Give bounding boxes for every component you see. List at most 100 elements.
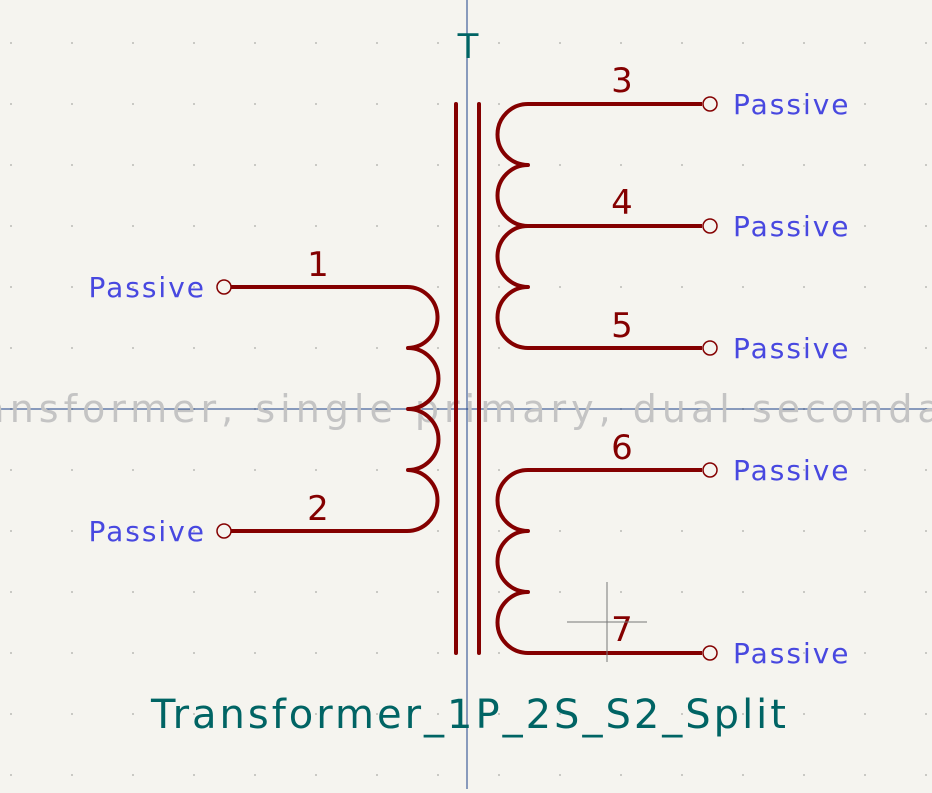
reference-field[interactable]: T	[457, 27, 479, 67]
grid-dot	[437, 591, 439, 593]
grid-dot	[132, 469, 134, 471]
grid-dot	[803, 164, 805, 166]
pin-7-type: Passive	[733, 637, 851, 670]
value-field[interactable]: Transformer_1P_2S_S2_Split	[150, 692, 789, 738]
grid-dot	[498, 103, 500, 105]
grid-dot	[925, 225, 927, 227]
grid-dot	[864, 469, 866, 471]
grid-dot	[254, 103, 256, 105]
grid-dot	[376, 225, 378, 227]
grid-dot	[132, 164, 134, 166]
grid-dot	[620, 286, 622, 288]
grid-dot	[864, 164, 866, 166]
grid-dot	[803, 103, 805, 105]
grid-dot	[376, 774, 378, 776]
grid-dot	[71, 347, 73, 349]
grid-dot	[437, 286, 439, 288]
pin-1-endpoint[interactable]	[216, 279, 232, 295]
grid-dot	[498, 42, 500, 44]
grid-dot	[315, 103, 317, 105]
grid-dot	[742, 774, 744, 776]
grid-dot	[620, 164, 622, 166]
grid-dot	[559, 774, 561, 776]
grid-dot	[193, 713, 195, 715]
grid-dot	[498, 530, 500, 532]
grid-dot	[193, 347, 195, 349]
grid-dot	[681, 164, 683, 166]
grid-dot	[71, 225, 73, 227]
grid-dot	[10, 591, 12, 593]
grid-dot	[254, 713, 256, 715]
grid-dot	[10, 164, 12, 166]
pin-1-type: Passive	[88, 271, 206, 304]
grid-dot	[925, 713, 927, 715]
grid-dot	[925, 591, 927, 593]
grid-dot	[376, 164, 378, 166]
grid-dot	[864, 774, 866, 776]
grid-dot	[315, 347, 317, 349]
grid-dot	[559, 286, 561, 288]
grid-dot	[315, 591, 317, 593]
primary-winding[interactable]	[231, 284, 441, 534]
grid-dot	[71, 713, 73, 715]
grid-dot	[803, 469, 805, 471]
grid-dot	[803, 530, 805, 532]
grid-dot	[254, 591, 256, 593]
grid-dot	[132, 42, 134, 44]
grid-dot	[254, 164, 256, 166]
pin-5-endpoint[interactable]	[702, 340, 718, 356]
pin-4-type: Passive	[733, 210, 851, 243]
pin-2-type: Passive	[88, 515, 206, 548]
pin-3-type: Passive	[733, 88, 851, 121]
grid-dot	[742, 713, 744, 715]
pin-6-endpoint[interactable]	[702, 462, 718, 478]
grid-dot	[437, 103, 439, 105]
grid-dot	[498, 652, 500, 654]
grid-dot	[10, 469, 12, 471]
grid-dot	[437, 469, 439, 471]
pin-3-number: 3	[611, 61, 633, 101]
grid-dot	[71, 652, 73, 654]
grid-dot	[71, 103, 73, 105]
grid-dot	[559, 42, 561, 44]
grid-dot	[10, 713, 12, 715]
grid-dot	[315, 225, 317, 227]
grid-dot	[254, 347, 256, 349]
grid-dot	[803, 42, 805, 44]
grid-dot	[498, 286, 500, 288]
grid-dot	[498, 774, 500, 776]
grid-dot	[925, 42, 927, 44]
grid-dot	[742, 103, 744, 105]
grid-dot	[498, 225, 500, 227]
secondary-winding-2[interactable]	[495, 468, 702, 655]
grid-dot	[559, 591, 561, 593]
pin-6-type: Passive	[733, 454, 851, 487]
grid-dot	[559, 164, 561, 166]
grid-dot	[315, 164, 317, 166]
grid-dot	[132, 530, 134, 532]
pin-7-endpoint[interactable]	[702, 645, 718, 661]
grid-dot	[742, 530, 744, 532]
grid-dot	[864, 652, 866, 654]
grid-dot	[620, 530, 622, 532]
grid-dot	[315, 42, 317, 44]
grid-dot	[437, 164, 439, 166]
pin-2-endpoint[interactable]	[216, 523, 232, 539]
grid-dot	[742, 591, 744, 593]
grid-dot	[132, 286, 134, 288]
grid-dot	[315, 652, 317, 654]
pin-4-endpoint[interactable]	[702, 218, 718, 234]
grid-dot	[132, 774, 134, 776]
grid-dot	[925, 164, 927, 166]
cursor-crosshair	[567, 582, 647, 662]
grid-dot	[193, 530, 195, 532]
transformer-core[interactable]	[454, 102, 481, 655]
pin-6-number: 6	[611, 428, 633, 468]
pin-2-number: 2	[307, 489, 329, 529]
grid-dot	[803, 225, 805, 227]
pin-3-endpoint[interactable]	[702, 96, 718, 112]
grid-dot	[437, 225, 439, 227]
grid-dot	[803, 652, 805, 654]
